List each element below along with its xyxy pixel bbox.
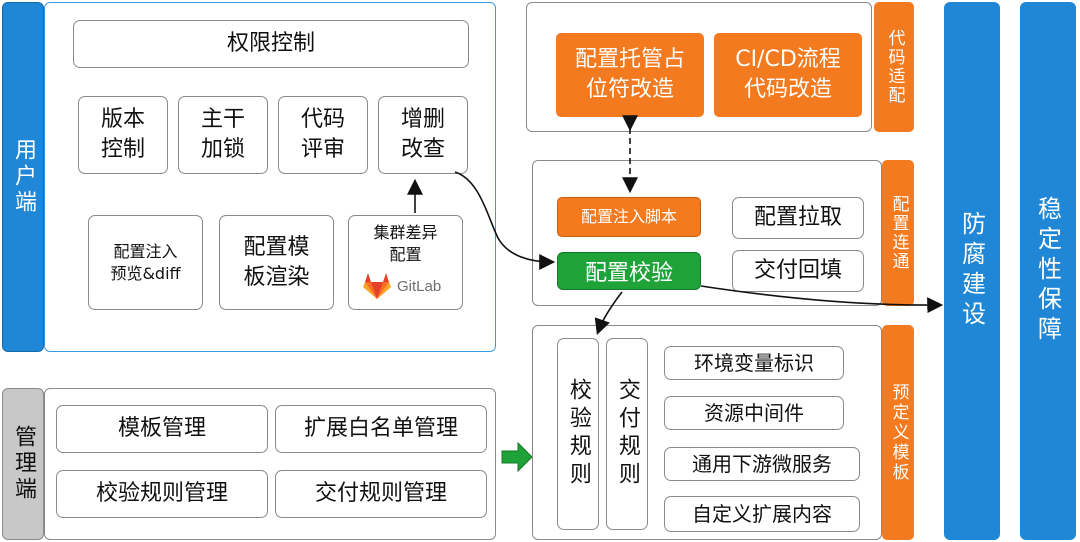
- placeholder-refactor-text: 配置托管占 位符改造: [574, 47, 685, 102]
- template-item-text: 环境变量标识: [694, 350, 814, 375]
- template-item: 通用下游微服务: [664, 447, 860, 481]
- template-mgmt-box: 模板管理: [56, 405, 268, 453]
- template-item: 自定义扩展内容: [664, 496, 860, 532]
- delivery-rules-box: 交付规则: [606, 338, 648, 530]
- crud-box: 增删 改查: [378, 96, 468, 174]
- cicd-refactor-text: CI/CD流程 代码改造: [735, 47, 841, 102]
- template-render-box: 配置模 板渲染: [219, 215, 334, 310]
- stability-text: 稳定性保障: [1033, 196, 1062, 346]
- anticorruption-text: 防腐建设: [957, 211, 986, 331]
- inject-script-text: 配置注入脚本: [580, 207, 677, 227]
- whitelist-mgmt-text: 扩展白名单管理: [303, 416, 458, 442]
- inject-preview-text: 配置注入 预览&diff: [110, 241, 181, 283]
- user-end-text: 用户端: [11, 138, 36, 216]
- template-item: 环境变量标识: [664, 346, 844, 380]
- template-item-text: 通用下游微服务: [692, 451, 832, 476]
- delivery-backfill-text: 交付回填: [753, 258, 842, 284]
- template-item-text: 自定义扩展内容: [692, 501, 832, 526]
- gitlab-fox-icon: [363, 273, 391, 299]
- whitelist-mgmt-box: 扩展白名单管理: [275, 405, 487, 453]
- delivery-rule-mgmt-text: 交付规则管理: [314, 481, 447, 507]
- user-end-label: 用户端: [2, 2, 44, 352]
- config-validate-text: 配置校验: [584, 261, 673, 286]
- code-adapt-tag: 代码适配: [874, 2, 914, 132]
- crud-text: 增删 改查: [400, 107, 445, 162]
- validation-rules-box: 校验规则: [557, 338, 599, 530]
- template-mgmt-text: 模板管理: [117, 416, 206, 442]
- validation-rule-mgmt-box: 校验规则管理: [56, 470, 268, 518]
- template-item: 资源中间件: [664, 396, 844, 430]
- config-pull-box: 配置拉取: [732, 197, 864, 239]
- config-pull-text: 配置拉取: [753, 205, 842, 231]
- validation-rules-text: 校验规则: [565, 378, 591, 490]
- code-review-box: 代码 评审: [278, 96, 368, 174]
- cicd-refactor-box: CI/CD流程 代码改造: [714, 33, 862, 117]
- config-connect-tag-text: 配置连通: [888, 195, 909, 271]
- cluster-diff-box: 集群差异 配置: [348, 215, 463, 310]
- inject-preview-box: 配置注入 预览&diff: [88, 215, 203, 310]
- gitlab-text: GitLab: [397, 277, 442, 295]
- inject-script-box: 配置注入脚本: [557, 197, 701, 237]
- code-review-text: 代码 评审: [300, 107, 345, 162]
- admin-end-label: 管理端: [2, 388, 44, 540]
- gitlab-logo: GitLab: [362, 270, 454, 302]
- version-control-box: 版本 控制: [78, 96, 168, 174]
- permission-control-text: 权限控制: [226, 31, 315, 57]
- admin-end-text: 管理端: [11, 425, 36, 503]
- config-validate-box: 配置校验: [557, 252, 701, 290]
- permission-control-box: 权限控制: [73, 20, 469, 68]
- version-control-text: 版本 控制: [100, 107, 145, 162]
- anticorruption-bar: 防腐建设: [944, 2, 1000, 540]
- trunk-lock-box: 主干 加锁: [178, 96, 268, 174]
- predefined-templates-tag: 预定义模板: [882, 325, 914, 540]
- config-connect-tag: 配置连通: [882, 160, 914, 306]
- template-render-text: 配置模 板渲染: [243, 234, 310, 290]
- validation-rule-mgmt-text: 校验规则管理: [95, 481, 228, 507]
- code-adapt-tag-text: 代码适配: [884, 29, 905, 105]
- delivery-backfill-box: 交付回填: [732, 250, 864, 292]
- cluster-diff-text: 集群差异 配置: [373, 223, 438, 264]
- delivery-rules-text: 交付规则: [614, 378, 640, 490]
- predefined-templates-tag-text: 预定义模板: [888, 382, 909, 483]
- placeholder-refactor-box: 配置托管占 位符改造: [556, 33, 704, 117]
- stability-bar: 稳定性保障: [1020, 2, 1076, 540]
- green-right-arrow-icon: [501, 441, 533, 473]
- delivery-rule-mgmt-box: 交付规则管理: [275, 470, 487, 518]
- template-item-text: 资源中间件: [704, 400, 804, 425]
- trunk-lock-text: 主干 加锁: [200, 107, 245, 162]
